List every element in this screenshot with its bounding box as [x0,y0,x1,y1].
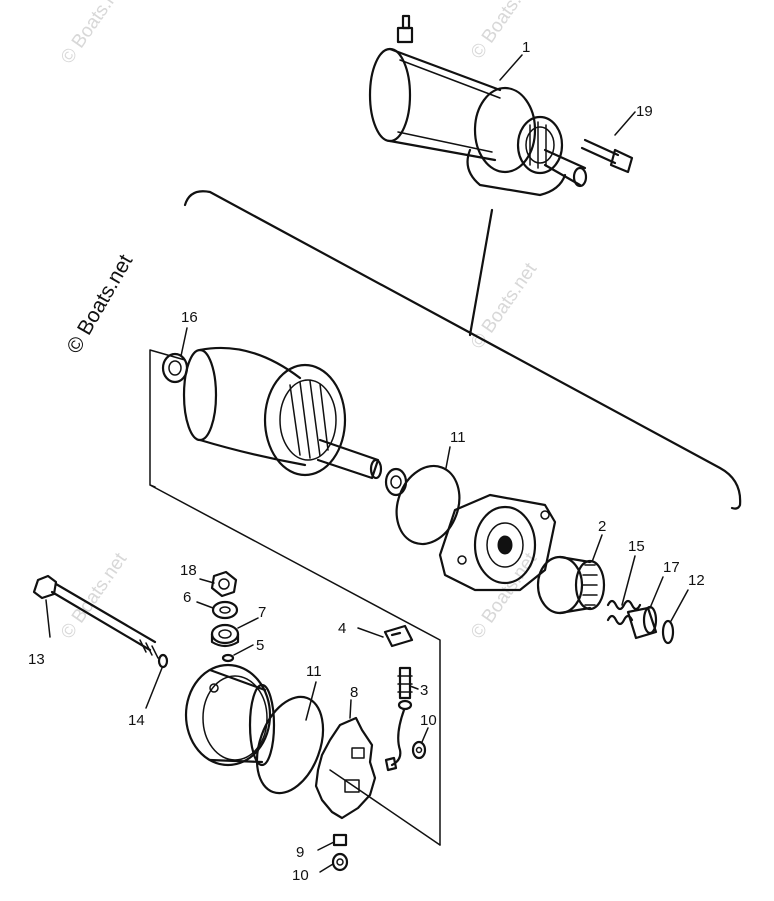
label-part-18: 18 [180,562,197,579]
label-part-16: 16 [181,309,198,326]
watermark-dark: © Boats.net [62,251,137,358]
armature [161,346,383,480]
label-part-11-lower: 11 [306,663,322,680]
label-part-17: 17 [663,559,680,576]
clip-ring-12 [661,619,675,645]
front-cover [438,493,557,592]
through-bolt-13 [32,574,159,659]
clip-4 [383,624,414,648]
terminal-bolt-3 [384,666,413,772]
label-part-1: 1 [522,39,530,56]
washer-7 [210,623,240,648]
label-part-5: 5 [256,637,264,654]
washer-6 [211,600,239,620]
alignment-line-lower [329,769,441,846]
brush-9 [332,833,348,847]
label-part-11-upper: 11 [450,429,466,446]
leader-lines [45,54,689,873]
label-part-13: 13 [28,651,45,668]
watermarks: © Boats.net © Boats.net © Boats.net © Bo… [57,0,542,643]
exploded-group-bracket [183,190,742,510]
label-part-7: 7 [258,604,266,621]
part-labels: 1 19 16 11 2 15 17 12 18 6 7 5 13 14 11 … [28,39,705,884]
label-part-14: 14 [128,712,145,729]
starter-motor-assembly [368,14,588,197]
rear-cover [184,663,276,767]
watermark-4: © Boats.net [57,549,132,643]
label-part-15: 15 [628,538,645,555]
spring-15 [606,599,642,626]
label-part-19: 19 [636,103,653,120]
o-ring-14 [157,653,169,669]
label-part-2: 2 [598,518,606,535]
label-part-4: 4 [338,620,346,637]
label-part-12: 12 [688,572,705,589]
label-part-8: 8 [350,684,358,701]
nut-18 [210,570,238,598]
brush-holder-8 [314,716,377,820]
nut-10-upper [411,740,427,760]
bracket-stem [468,208,494,337]
label-part-10-lower: 10 [292,867,309,884]
ring-5 [221,653,235,663]
label-part-10-upper: 10 [420,712,437,729]
watermark-2: © Boats.net [467,0,542,63]
bolt-19 [580,138,634,174]
o-ring-11-lower [255,695,325,795]
label-part-3: 3 [420,682,428,699]
pinion-drive-2 [536,555,606,615]
watermark-1: © Boats.net [57,0,132,68]
nut-10-lower [331,852,349,872]
o-ring-11-upper [395,464,461,546]
label-part-6: 6 [183,589,191,606]
label-part-9: 9 [296,844,304,861]
watermark-3: © Boats.net [467,259,542,353]
alignment-frame [149,349,441,846]
thrust-washer [384,467,408,497]
sleeve-17 [626,605,658,640]
